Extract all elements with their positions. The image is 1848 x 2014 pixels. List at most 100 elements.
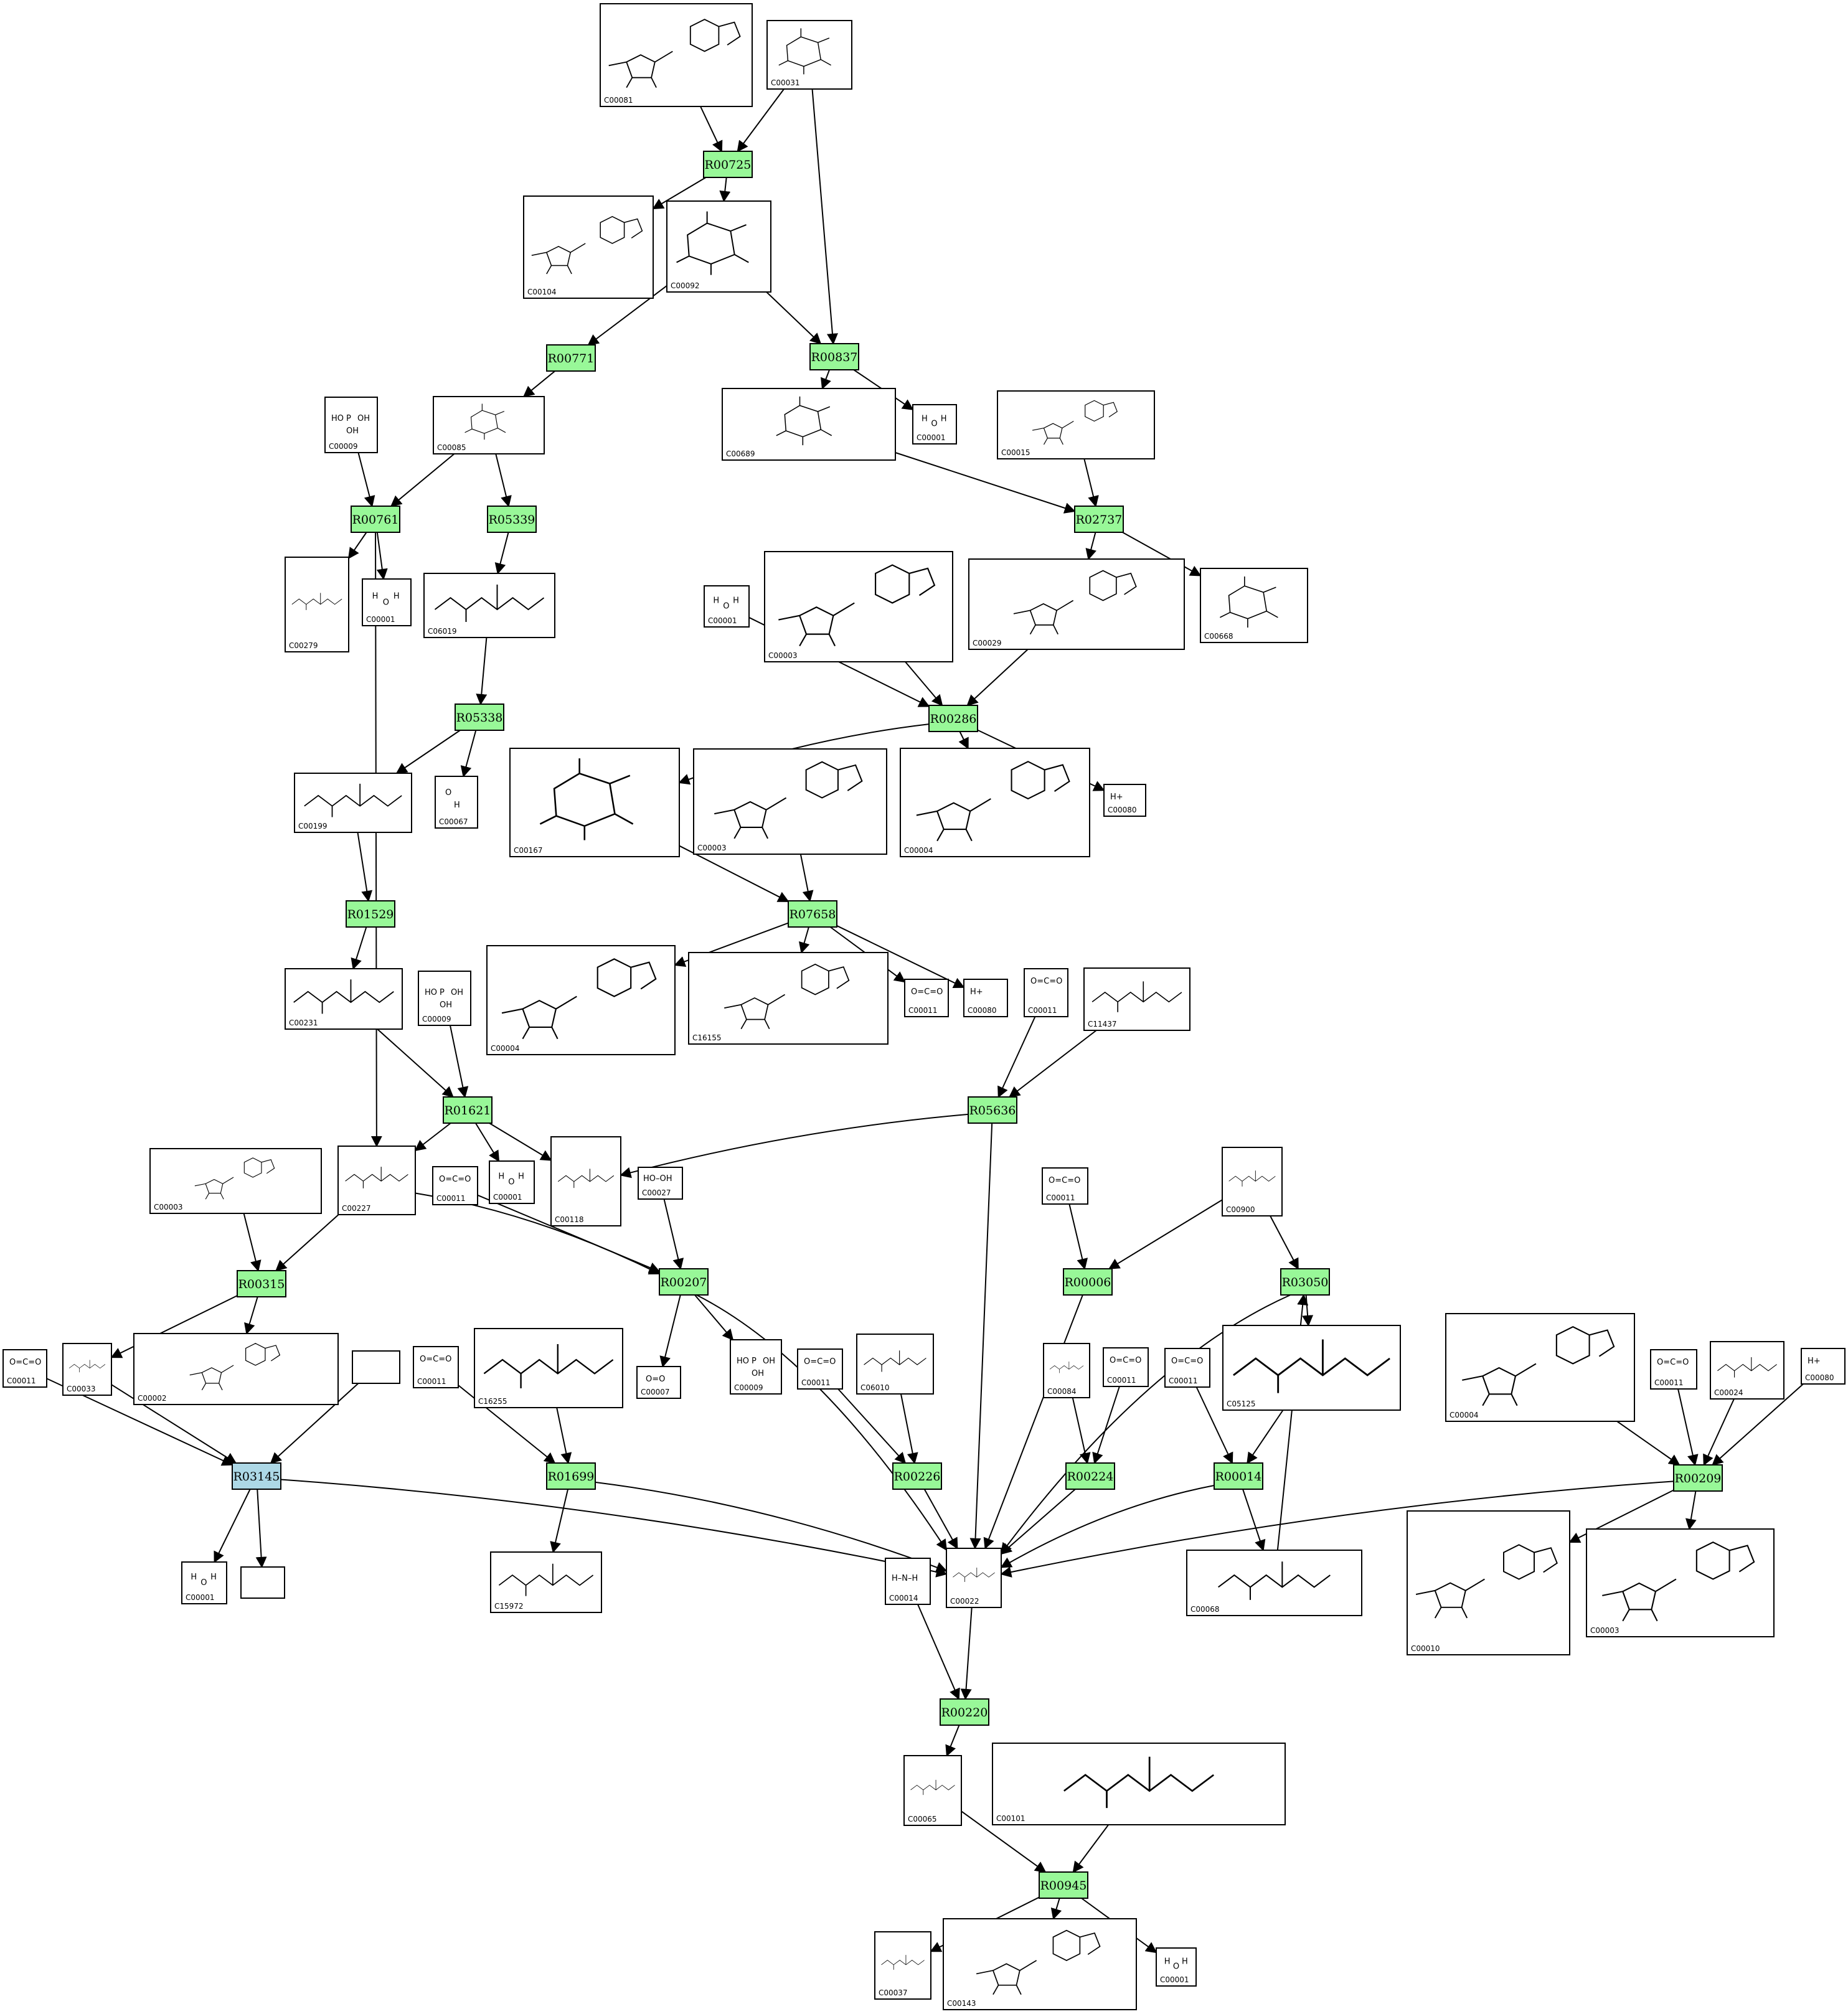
compound-box[interactable]: [943, 1918, 1137, 2010]
compound-box[interactable]: [240, 1566, 285, 1599]
reaction-box[interactable]: [1280, 1268, 1330, 1296]
compound-box[interactable]: [337, 1146, 416, 1215]
compound-node[interactable]: C00092: [666, 200, 771, 293]
reaction-node[interactable]: R00761: [351, 506, 400, 533]
compound-node[interactable]: C00199: [294, 773, 412, 833]
reaction-node[interactable]: R01621: [443, 1096, 493, 1124]
reaction-node[interactable]: R00209: [1673, 1464, 1723, 1492]
compound-node[interactable]: C00015: [997, 390, 1155, 459]
reaction-box[interactable]: [443, 1096, 493, 1124]
reaction-box[interactable]: [703, 151, 753, 178]
compound-box[interactable]: [764, 551, 953, 662]
compound-box[interactable]: [1103, 1347, 1149, 1387]
compound-box[interactable]: [1164, 1348, 1210, 1388]
compound-node[interactable]: [240, 1566, 285, 1599]
compound-node[interactable]: H+C00080: [1801, 1348, 1846, 1385]
reaction-node[interactable]: R00286: [928, 705, 978, 732]
compound-node[interactable]: C00900: [1222, 1147, 1283, 1216]
compound-box[interactable]: [523, 195, 654, 299]
compound-node[interactable]: H+C00080: [963, 979, 1008, 1017]
reaction-node[interactable]: R00837: [809, 343, 859, 370]
compound-node[interactable]: C00668: [1200, 568, 1308, 643]
reaction-node[interactable]: R00220: [940, 1698, 989, 1726]
compound-node[interactable]: C00143: [943, 1918, 1137, 2010]
compound-node[interactable]: C00010: [1407, 1510, 1570, 1655]
compound-box[interactable]: [285, 968, 403, 1030]
reaction-node[interactable]: R00771: [546, 344, 596, 372]
reaction-box[interactable]: [351, 506, 400, 533]
compound-node[interactable]: C00029: [968, 558, 1185, 650]
compound-node[interactable]: C00003: [149, 1148, 322, 1214]
compound-box[interactable]: [1043, 1343, 1090, 1398]
compound-box[interactable]: [968, 558, 1185, 650]
compound-box[interactable]: [413, 1346, 459, 1388]
reaction-box[interactable]: [1673, 1464, 1723, 1492]
compound-box[interactable]: [946, 1548, 1002, 1608]
compound-node[interactable]: [352, 1350, 400, 1384]
compound-box[interactable]: [62, 1343, 112, 1396]
compound-node[interactable]: C00118: [550, 1136, 621, 1226]
compound-node[interactable]: C00104: [523, 195, 654, 299]
compound-box[interactable]: [324, 397, 378, 453]
compound-node[interactable]: C00004: [1445, 1313, 1635, 1422]
compound-node[interactable]: C00003: [764, 551, 953, 662]
reaction-box[interactable]: [788, 900, 837, 928]
compound-node[interactable]: C00101: [992, 1743, 1286, 1825]
reaction-box[interactable]: [968, 1096, 1017, 1124]
compound-box[interactable]: [704, 585, 750, 628]
compound-box[interactable]: [688, 952, 889, 1045]
compound-node[interactable]: C00037: [874, 1931, 931, 2000]
reaction-node[interactable]: R00224: [1065, 1462, 1115, 1490]
compound-box[interactable]: [903, 1755, 962, 1826]
compound-box[interactable]: [693, 748, 887, 855]
compound-node[interactable]: C00085: [433, 396, 545, 454]
compound-box[interactable]: [1710, 1341, 1784, 1400]
reaction-node[interactable]: R00725: [703, 151, 753, 178]
reaction-node[interactable]: R03145: [232, 1462, 281, 1490]
compound-box[interactable]: [1103, 784, 1146, 817]
reaction-box[interactable]: [546, 1462, 596, 1490]
reaction-node[interactable]: R00014: [1214, 1462, 1263, 1490]
compound-box[interactable]: [133, 1333, 339, 1405]
compound-node[interactable]: C00084: [1043, 1343, 1090, 1398]
compound-box[interactable]: [352, 1350, 400, 1384]
compound-node[interactable]: C00689: [722, 388, 896, 461]
compound-node[interactable]: C06019: [423, 573, 555, 638]
compound-box[interactable]: [285, 557, 349, 652]
compound-box[interactable]: [1222, 1147, 1283, 1216]
reaction-node[interactable]: R01699: [546, 1462, 596, 1490]
reaction-box[interactable]: [237, 1270, 286, 1297]
compound-box[interactable]: [433, 396, 545, 454]
compound-box[interactable]: [766, 20, 852, 90]
reaction-node[interactable]: R02737: [1074, 506, 1124, 533]
compound-node[interactable]: C06010: [856, 1334, 934, 1395]
reaction-node[interactable]: R00315: [237, 1270, 286, 1297]
reaction-box[interactable]: [346, 900, 395, 928]
compound-box[interactable]: [1586, 1528, 1775, 1637]
compound-box[interactable]: [874, 1931, 931, 2000]
reaction-box[interactable]: [940, 1698, 989, 1726]
compound-box[interactable]: [730, 1339, 782, 1395]
reaction-node[interactable]: R00207: [659, 1268, 709, 1296]
reaction-node[interactable]: R00006: [1063, 1268, 1113, 1296]
compound-box[interactable]: [149, 1148, 322, 1214]
reaction-node[interactable]: R07658: [788, 900, 837, 928]
compound-node[interactable]: C16155: [688, 952, 889, 1045]
compound-box[interactable]: [1801, 1348, 1846, 1385]
